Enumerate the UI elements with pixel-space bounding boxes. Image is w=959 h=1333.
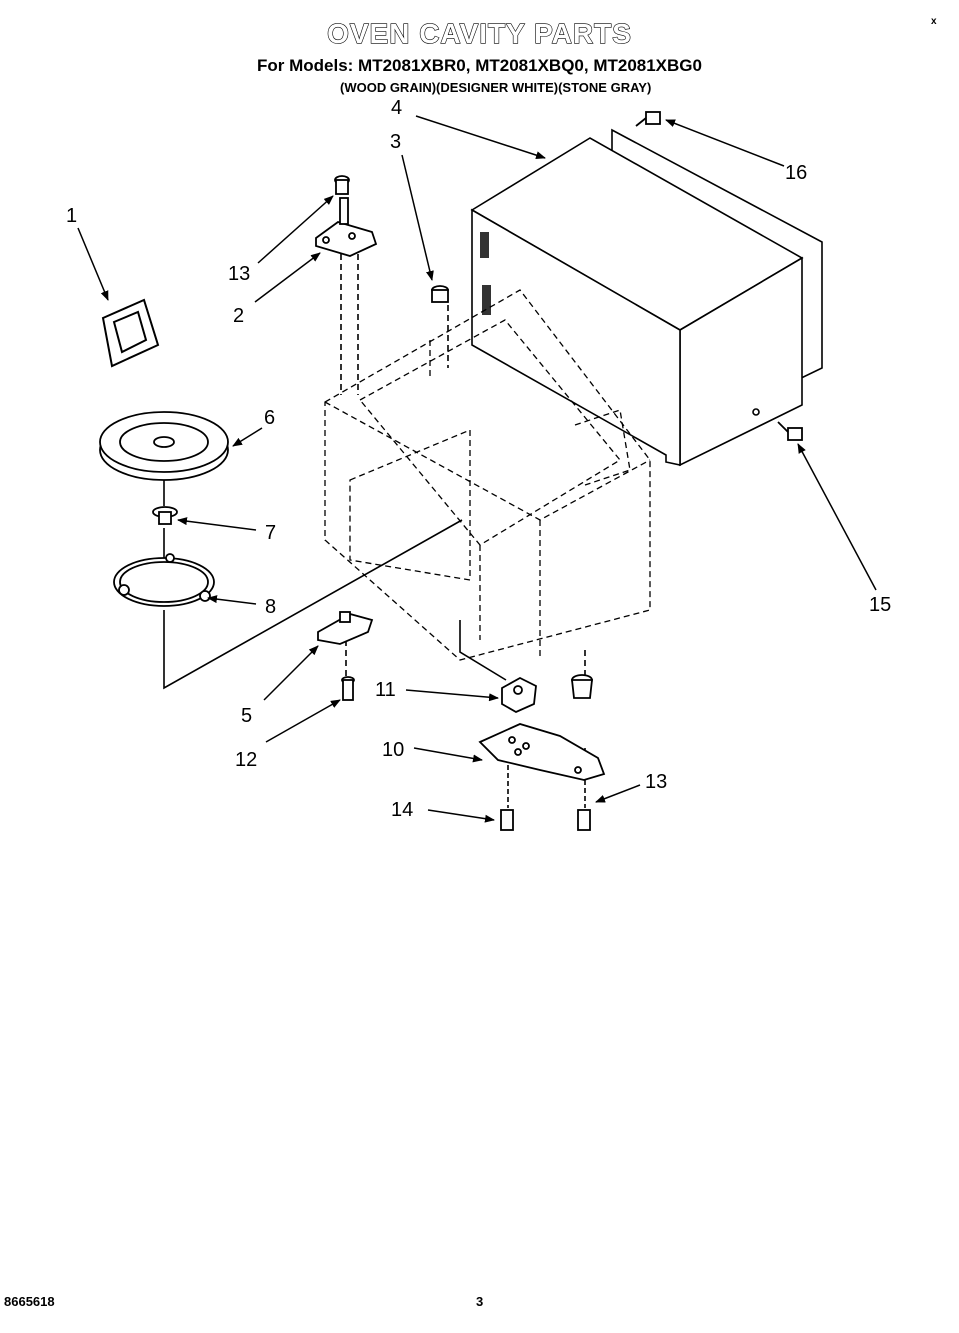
callout-12: 12	[235, 749, 257, 771]
part-10-motor-bracket	[478, 723, 606, 781]
callout-8: 8	[265, 596, 276, 618]
callout-arrows	[77, 115, 877, 823]
corner-mark: x	[931, 16, 937, 27]
callout-5: 5	[241, 705, 252, 727]
page-title: OVEN CAVITY PARTS	[326, 17, 632, 49]
part-3-stud	[431, 285, 449, 303]
page-number: 3	[476, 1294, 484, 1309]
part-11-motor	[501, 676, 537, 714]
callout-13-top: 13	[228, 263, 250, 285]
part-5-clip	[317, 611, 374, 645]
callout-15: 15	[869, 594, 891, 616]
callout-11: 11	[375, 679, 396, 701]
part-7-coupler	[152, 506, 178, 525]
callout-10: 10	[382, 739, 404, 761]
callout-3: 3	[390, 131, 401, 153]
callout-2: 2	[233, 305, 244, 327]
outer-cabinet-wrapper	[470, 128, 823, 467]
screw-16	[635, 111, 661, 127]
color-variants: (WOOD GRAIN)(DESIGNER WHITE)(STONE GRAY)	[340, 80, 652, 95]
oven-cavity-outline	[324, 289, 651, 661]
callout-labels: 1 2 3 4 5 6 7 8 10 11 12 13 13 14 15 16	[66, 97, 891, 821]
screw-13-bottom	[577, 809, 591, 831]
callout-4: 4	[391, 97, 402, 119]
callout-6: 6	[264, 407, 275, 429]
callout-7: 7	[265, 522, 276, 544]
models-line: For Models: MT2081XBR0, MT2081XBQ0, MT20…	[257, 56, 702, 75]
screw-15	[777, 421, 803, 441]
part-2-bracket	[315, 197, 378, 257]
part-8-roller-ring	[113, 553, 215, 607]
screw-14	[500, 809, 514, 831]
callout-1: 1	[66, 205, 77, 227]
callout-16: 16	[785, 162, 807, 184]
document-number: 8665618	[4, 1294, 55, 1309]
screw-13-top	[334, 175, 350, 195]
cavity-foot	[570, 674, 594, 699]
part-1-frame	[101, 298, 160, 368]
callout-13-bottom: 13	[645, 771, 667, 793]
part-6-turntable-tray	[99, 411, 229, 481]
screw-12	[341, 676, 355, 701]
callout-14: 14	[391, 799, 413, 821]
